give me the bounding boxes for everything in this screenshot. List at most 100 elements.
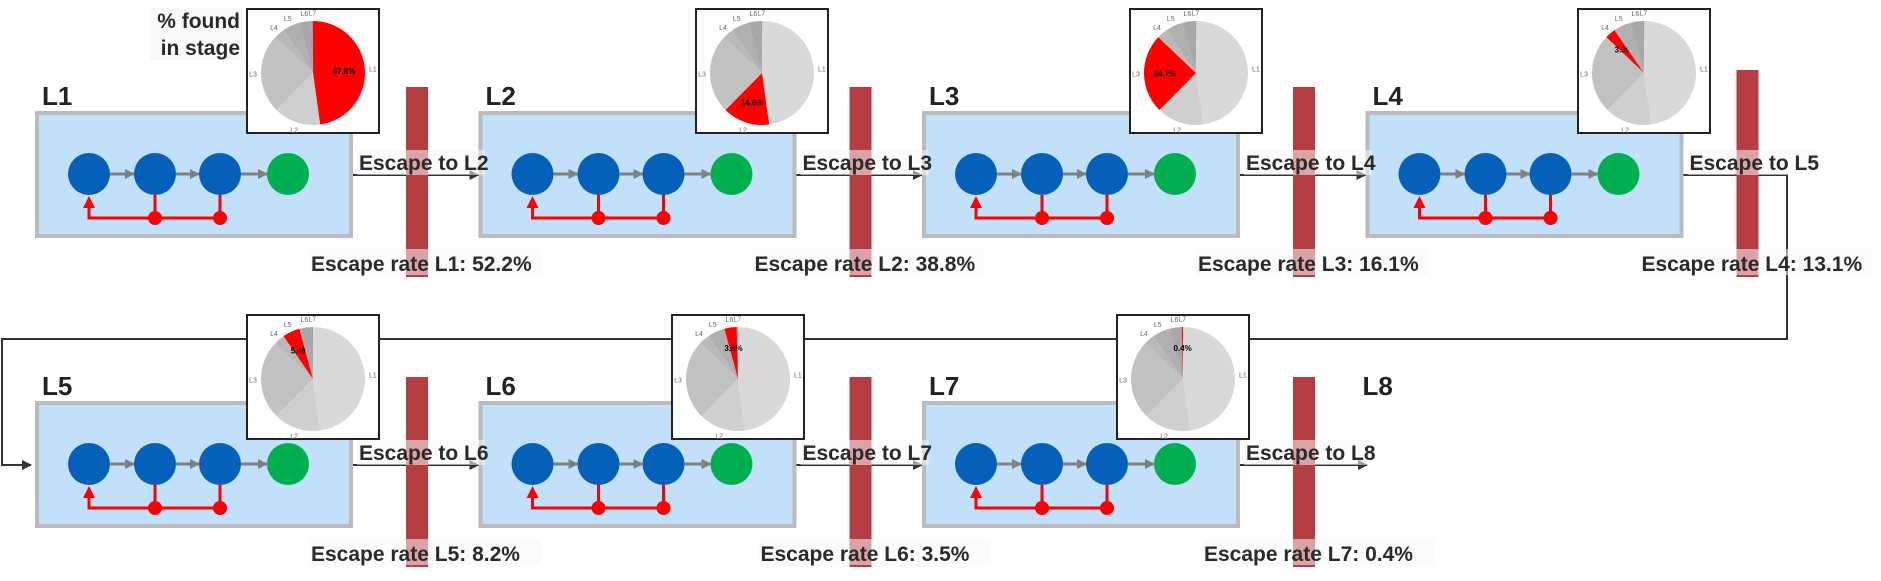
feedback-arrowhead-icon [970,196,982,208]
pie-slice-label: L7 [308,11,316,18]
pie-slice-label: L2 [290,127,298,134]
pie-slice-label: L2 [1160,433,1168,440]
pie-slice-l6 [748,21,762,73]
quality-gate-bar [849,87,872,277]
pie-slice-l7 [1194,21,1196,73]
process-node [955,443,997,485]
process-node [1086,443,1128,485]
pie-slice-l6 [1182,21,1196,73]
pie-slice-l3 [686,343,738,416]
process-node [577,153,620,195]
pie-slice-label: L1 [369,66,377,73]
escape-to-bg [800,150,929,175]
feedback-loop [531,205,664,220]
stage-label: L4 [1373,81,1404,111]
final-node [1154,153,1196,195]
pie-slice-label: L2 [715,433,723,440]
stage-label: L3 [929,81,959,111]
pie-slice-label: L2 [290,433,298,440]
feedback-arrowhead-icon [526,196,539,208]
feedback-junction [1478,211,1493,225]
pie-percent-label: 5.4% [291,347,309,356]
stage-label: L6 [486,371,516,401]
pie-percent-label: 14.6% [741,99,764,108]
pie-slice-label: L3 [674,377,682,384]
pie-slice-label: L3 [1132,71,1140,78]
final-node [267,153,309,195]
pie-slice-l4 [724,30,762,73]
feedback-loop [974,205,1107,220]
stage-label-l8: L8 [1363,371,1393,401]
pie-slice-l6 [299,327,313,379]
escape-rate-bg [309,539,541,565]
pie-slice-l1 [762,21,815,125]
pie-slice-label: L1 [818,66,826,73]
pie-percent-label: 24.7% [1153,69,1176,78]
feedback-junction [213,211,227,225]
legend-line-1: % found [157,10,240,33]
pie-slice-label: L3 [249,377,257,384]
pie-slice-label: L6 [1170,317,1178,324]
pie-slice-label: L2 [739,127,747,134]
quality-gate-bar [1293,87,1315,277]
pie-slice-l6 [724,327,738,379]
process-node [511,153,554,195]
escape-to-label: Escape to L8 [1246,442,1376,465]
pie-slice-label: L3 [1580,71,1588,78]
feedback-junction [1035,211,1049,225]
stage-label: L7 [929,371,959,401]
feedback-junction [1543,211,1558,225]
quality-gate-bar [1293,377,1315,567]
final-node [710,443,753,485]
pie-slice-l5 [1153,328,1183,379]
feedback-junction [213,501,227,515]
pie-slice-label: L2 [1173,127,1181,134]
legend-bg [150,8,242,60]
escape-rate-bg [752,249,985,275]
stage-label: L2 [486,81,516,111]
process-node [1021,153,1063,195]
pie-slice-label: L4 [1601,25,1609,32]
pie-slice-label: L5 [284,16,292,23]
pie-slice-label: L4 [719,25,727,32]
feedback-loop [974,495,1107,510]
pie-slice-l4 [700,336,738,379]
pie-slice-l7 [1642,21,1644,73]
escape-to-bg [800,440,929,465]
escape-rate-bg [309,249,541,275]
pie-slice-l7 [311,327,313,379]
pie-slice-l5 [283,328,313,379]
process-node [134,153,176,195]
escape-to-bg [1687,150,1816,175]
pie-slice-label: L1 [1252,66,1260,73]
pie-slice-label: L7 [757,11,765,18]
pie-slice-label: L6 [1183,11,1191,18]
pie-slice-l4 [275,30,313,73]
final-node [1597,153,1640,195]
feedback-junction [1100,501,1114,515]
process-node [1464,153,1507,195]
escape-to-label: Escape to L5 [1690,152,1820,175]
escape-to-bg [1244,440,1372,465]
feedback-arrowhead-icon [83,486,95,498]
process-node [642,153,685,195]
pie-percent-label: 3.3% [1615,45,1633,54]
escape-rate-label: Escape rate L1: 52.2% [311,253,532,276]
pie-slice-l2 [1146,379,1191,431]
process-node [1021,443,1063,485]
pie-slice-l5 [708,328,738,379]
gate-bars-layer [406,70,1759,567]
pie-slice-l6 [1169,327,1183,379]
pie-slice-label: L7 [733,317,741,324]
stage-l6 [478,401,797,528]
pie-slice-l3 [710,37,762,110]
pie-slice-label: L6 [749,11,757,18]
escape-to-bg [357,440,485,465]
pie-slice-l1 [313,327,365,431]
feedback-arrowhead-icon [970,486,982,498]
